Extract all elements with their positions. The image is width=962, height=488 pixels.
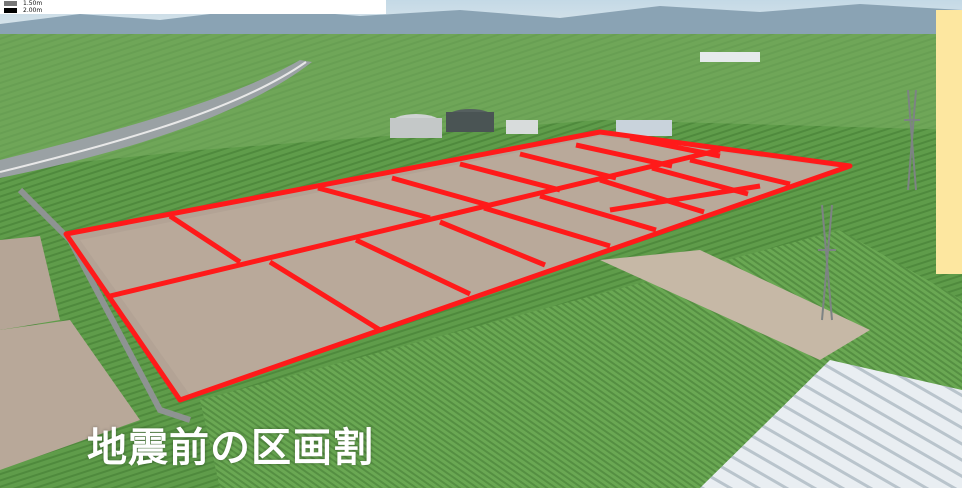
legend-label: 2.00m xyxy=(23,7,43,14)
parcel-divider xyxy=(483,205,611,249)
road xyxy=(17,187,191,423)
parcel-divider xyxy=(519,151,617,181)
building xyxy=(506,120,538,134)
photo-caption: 地震前の区画割 xyxy=(87,425,374,471)
parcel-divider xyxy=(459,161,561,193)
building xyxy=(700,52,760,62)
parcel-divider xyxy=(439,219,546,268)
greenhouses xyxy=(700,360,962,488)
parcel-boundary xyxy=(63,129,853,403)
parcel-divider xyxy=(391,175,489,208)
parcel-divider xyxy=(689,157,791,187)
bare-field xyxy=(0,320,140,470)
parcel-divider xyxy=(539,193,657,233)
power-tower xyxy=(904,89,920,191)
legend-label: 1.50m xyxy=(23,0,43,7)
note-panel xyxy=(936,10,962,274)
parcel-outlines xyxy=(63,129,853,403)
parcel-divider xyxy=(354,237,472,297)
parcel-divider xyxy=(629,135,721,159)
legend-row: 1.50m xyxy=(4,0,42,7)
parcel-divider xyxy=(168,213,242,265)
elevation-legend: 1.50m 2.00m xyxy=(0,0,386,14)
highway xyxy=(0,60,312,178)
building xyxy=(616,120,672,136)
bare-field xyxy=(0,236,60,330)
parcel-divider xyxy=(268,259,382,333)
parcel-divider xyxy=(599,177,705,215)
parcel-divider xyxy=(609,183,761,213)
legend-swatch xyxy=(4,8,17,13)
legend-swatch xyxy=(4,1,17,6)
parcel-divider xyxy=(317,185,431,221)
power-tower xyxy=(818,204,836,321)
legend-row: 2.00m xyxy=(4,7,42,14)
bare-strip xyxy=(600,250,870,360)
parcel-divider xyxy=(109,147,721,299)
parcel-divider xyxy=(575,142,673,169)
